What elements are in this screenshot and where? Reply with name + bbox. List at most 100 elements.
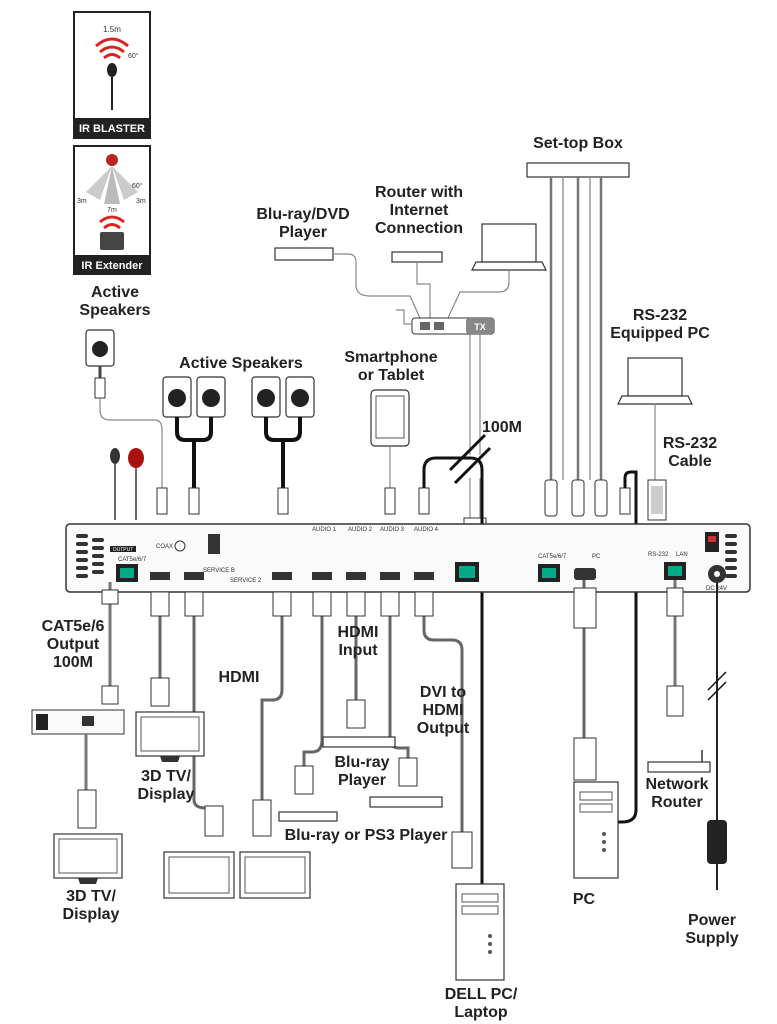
active-speakers-top-label: Active Speakers bbox=[179, 355, 303, 372]
ir-extender-badge: IR Extender 60° 3m 3m 7m bbox=[73, 145, 151, 275]
dell-audio-cable bbox=[422, 456, 484, 900]
bluray-ps3-player2-icon bbox=[369, 796, 443, 808]
rs232-cable-line2: Cable bbox=[668, 453, 712, 470]
bluray-dvd-player-icon bbox=[274, 247, 421, 319]
router-internet-line3: Connection bbox=[375, 220, 463, 237]
active-speaker-single-icon bbox=[85, 329, 163, 490]
bluray-player-icon bbox=[322, 736, 396, 748]
cat-output-line1: CAT5e/6 bbox=[42, 618, 105, 635]
panel-audio-4: AUDIO 4 bbox=[414, 527, 439, 533]
network-router-icon bbox=[647, 750, 711, 773]
dvi-hdmi-line3: Output bbox=[417, 720, 470, 737]
ir-blaster-angle: 60° bbox=[128, 52, 139, 60]
cat-output-line3: 100M bbox=[53, 654, 93, 671]
ir-blaster-distance: 1.5m bbox=[103, 25, 121, 34]
ir-extender-label: IR Extender bbox=[81, 260, 143, 272]
active-speakers-pair2-icon bbox=[251, 376, 315, 490]
ir-receiver-icon bbox=[106, 154, 118, 166]
hundred-m-label: 100M bbox=[482, 419, 522, 436]
rs232-pc-line1: RS-232 bbox=[633, 307, 687, 324]
ir-blaster-emitter-icon bbox=[107, 63, 117, 77]
remote-control-icon bbox=[100, 232, 124, 250]
rs232-cable-line1: RS-232 bbox=[663, 435, 717, 452]
ir-extender-left: 3m bbox=[77, 198, 87, 205]
pc-audio-cable bbox=[604, 470, 638, 824]
bluray-player-line1: Blu-ray bbox=[334, 754, 389, 771]
tv-left-line1: 3D TV/ bbox=[66, 888, 116, 905]
svg-text:3D TV/Display: 3D TV/Display bbox=[138, 768, 195, 803]
dell-pc-line2: Laptop bbox=[454, 1004, 508, 1021]
panel-audio-2: AUDIO 2 bbox=[348, 527, 373, 533]
matrix-rear-panel: OUTPUT CAT5e/6/7 COAX SERVICE B SERVICE … bbox=[65, 523, 751, 593]
panel-lan: LAN bbox=[676, 552, 688, 558]
svg-text:3D TV/Display: 3D TV/Display bbox=[63, 888, 120, 923]
panel-catse-left: CAT5e/6/7 bbox=[118, 557, 147, 563]
panel-audio-1: AUDIO 1 bbox=[312, 527, 337, 533]
network-router-line2: Router bbox=[651, 794, 703, 811]
smartphone-line1: Smartphone bbox=[344, 349, 437, 366]
laptop-icon bbox=[447, 223, 547, 319]
panel-coax: COAX bbox=[156, 544, 173, 550]
rs232-laptop-icon bbox=[617, 357, 693, 521]
active-speakers-left-line1: Active bbox=[91, 284, 139, 301]
pc-label: PC bbox=[573, 891, 596, 908]
panel-catse-right: CAT5e/6/7 bbox=[538, 554, 567, 560]
hdmi-input-line2: Input bbox=[338, 642, 378, 659]
bluray-dvd-line1: Blu-ray/DVD bbox=[256, 206, 349, 223]
hdmi-label: HDMI bbox=[219, 669, 260, 686]
panel-pc: PC bbox=[592, 554, 601, 560]
ir-extender-angle: 60° bbox=[132, 182, 143, 190]
svg-text:DELL PC/Laptop: DELL PC/Laptop bbox=[445, 986, 518, 1021]
bluray-ps3-player1-icon bbox=[278, 811, 338, 822]
tx-label: TX bbox=[474, 322, 486, 332]
network-router-line1: Network bbox=[645, 776, 708, 793]
panel-service-2: SERVICE 2 bbox=[230, 578, 262, 584]
dvi-hdmi-line2: HDMI bbox=[423, 702, 464, 719]
tv-bottom-pair-icon bbox=[163, 851, 311, 899]
ir-extender-center: 7m bbox=[107, 207, 117, 214]
dell-pc-line1: DELL PC/ bbox=[445, 986, 518, 1003]
panel-output-label: OUTPUT bbox=[113, 547, 134, 553]
internet-router-icon bbox=[391, 251, 443, 318]
power-supply-line2: Supply bbox=[685, 930, 738, 947]
router-internet-line2: Internet bbox=[390, 202, 449, 219]
settop-box-icon bbox=[526, 162, 630, 480]
hdmi-input-line1: HDMI bbox=[338, 624, 379, 641]
ir-extender-right: 3m bbox=[136, 198, 146, 205]
panel-audio-3: AUDIO 3 bbox=[380, 527, 405, 533]
tv-center-line2: Display bbox=[138, 786, 195, 803]
tv-center-line1: 3D TV/ bbox=[141, 768, 191, 785]
power-supply-line1: Power bbox=[688, 912, 736, 929]
panel-rs232: RS-232 bbox=[648, 552, 669, 558]
pc-tower-icon bbox=[573, 781, 619, 879]
bluray-ps3-label: Blu-ray or PS3 Player bbox=[285, 827, 448, 844]
tv-left-line2: Display bbox=[63, 906, 120, 923]
active-speakers-left-line2: Speakers bbox=[79, 302, 150, 319]
active-speakers-pair1-icon bbox=[162, 376, 226, 490]
panel-service-b: SERVICE B bbox=[203, 568, 235, 574]
power-adapter-icon bbox=[707, 820, 727, 864]
settop-label: Set-top Box bbox=[533, 135, 623, 152]
ir-blaster-badge: IR BLASTER 1.5m 60° bbox=[73, 11, 151, 139]
bluray-dvd-line2: Player bbox=[279, 224, 327, 241]
rs232-pc-line2: Equipped PC bbox=[610, 325, 710, 342]
tx-device-icon: TX bbox=[396, 309, 495, 520]
router-internet-line1: Router with bbox=[375, 184, 463, 201]
usb-port bbox=[208, 534, 220, 554]
ir-cables bbox=[110, 448, 144, 520]
dell-pc-tower-icon bbox=[455, 883, 505, 981]
smartphone-line2: or Tablet bbox=[358, 367, 425, 384]
tv-left-icon bbox=[53, 833, 123, 884]
